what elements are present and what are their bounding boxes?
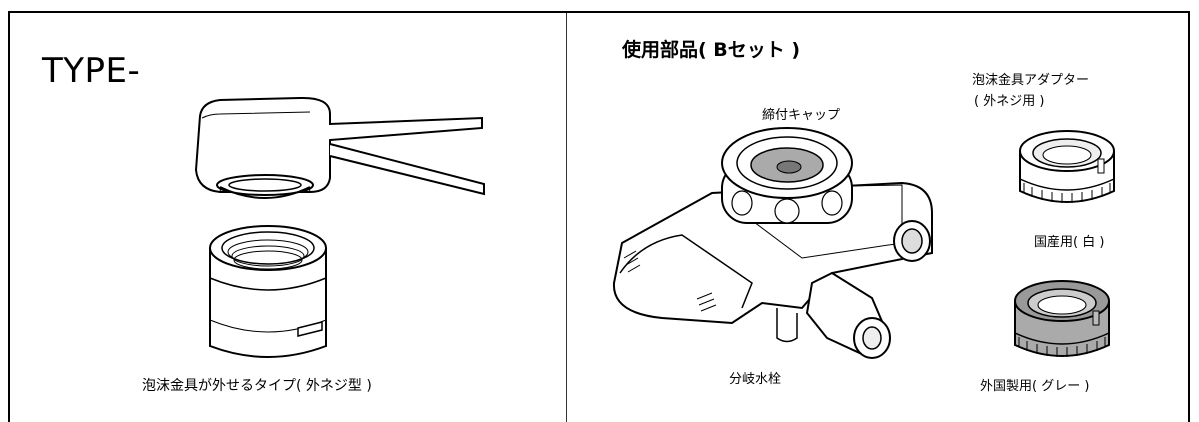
adapter-sublabel: ( 外ネジ用 ): [974, 94, 1045, 109]
page-frame: [8, 11, 1190, 422]
parts-panel: 使用部品( Bセット ) 泡沫金具アダプター ( 外ネジ用 ) 締付キャップ 国…: [567, 13, 1188, 422]
faucet-spout-illustration: [194, 96, 485, 196]
parts-title: 使用部品( Bセット ): [622, 39, 801, 61]
valve-label: 分岐水栓: [729, 372, 782, 387]
foreign-label: 外国製用( グレー ): [980, 379, 1090, 394]
type-title: TYPE-: [42, 51, 141, 91]
cap-label: 締付キャップ: [762, 108, 841, 123]
foreign-adapter-illustration: [1014, 280, 1110, 357]
aerator-fitting-illustration: [209, 225, 327, 358]
domestic-label: 国産用( 白 ): [1034, 235, 1105, 250]
faucet-type-caption: 泡沫金具が外せるタイプ( 外ネジ型 ): [142, 378, 372, 394]
domestic-adapter-illustration: [1019, 130, 1115, 203]
panel-divider: [566, 13, 567, 422]
branch-valve-illustration: [612, 127, 933, 359]
adapter-label: 泡沫金具アダプター: [972, 73, 1090, 88]
aerator-thread-illustration: [216, 174, 314, 199]
faucet-type-panel: TYPE- 泡沫金具が外せるタイプ( 外ネジ型 ): [10, 13, 566, 422]
